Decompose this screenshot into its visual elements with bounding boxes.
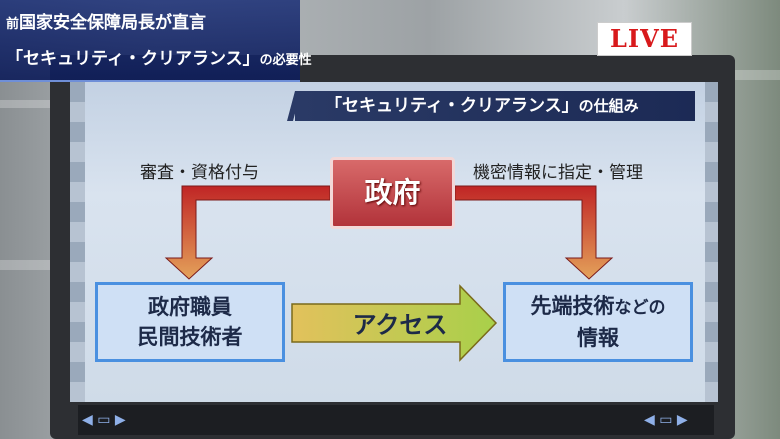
info-box-line2: 情報 <box>577 326 619 350</box>
screening-label: 審査・資格付与 <box>140 163 259 183</box>
info-box-line1-main: 先端技術 <box>530 294 615 318</box>
monitor-bottom-bar <box>78 405 714 435</box>
studio-background-strip <box>0 260 50 270</box>
caption-line2-main: 「セキュリティ・クリアランス」 <box>6 49 260 69</box>
staff-box-line1: 政府職員 <box>148 295 232 319</box>
classified-info-label: 機密情報に指定・管理 <box>473 163 643 183</box>
info-box-line1-small: などの <box>614 298 666 318</box>
caption-line1-main: 国家安全保障局長が直言 <box>19 13 207 33</box>
staff-box-line2: 民間技術者 <box>137 325 243 349</box>
info-box: 先端技術などの 情報 <box>503 282 693 362</box>
caption-line1-prefix: 前 <box>6 17 20 32</box>
live-badge: LIVE <box>597 22 692 56</box>
left-flow-arrow <box>164 185 331 280</box>
info-box-line1: 先端技術などの <box>506 291 690 323</box>
studio-background-strip <box>0 100 50 108</box>
caption-line1: 前国家安全保障局長が直言 <box>6 8 206 33</box>
right-flow-arrow <box>454 185 614 280</box>
slide-title: 「セキュリティ・クリアランス」の仕組み <box>295 91 695 121</box>
screen-side-decoration <box>70 82 88 402</box>
access-arrow <box>291 284 498 362</box>
prev-nav-icon: ◀ ▭ ▶ <box>82 412 126 428</box>
staff-box: 政府職員 民間技術者 <box>95 282 285 362</box>
news-caption: 前国家安全保障局長が直言 「セキュリティ・クリアランス」の必要性 <box>0 0 312 82</box>
next-nav-icon: ◀ ▭ ▶ <box>644 412 688 428</box>
studio-background-strip <box>735 70 780 80</box>
slide-title-main: 「セキュリティ・クリアランス」 <box>325 96 579 116</box>
access-label: アクセス <box>352 311 448 339</box>
caption-line2: 「セキュリティ・クリアランス」の必要性 <box>6 44 312 69</box>
slide-title-small: の仕組み <box>578 97 639 115</box>
government-box: 政府 <box>330 157 455 229</box>
caption-line2-suffix: の必要性 <box>259 53 312 68</box>
